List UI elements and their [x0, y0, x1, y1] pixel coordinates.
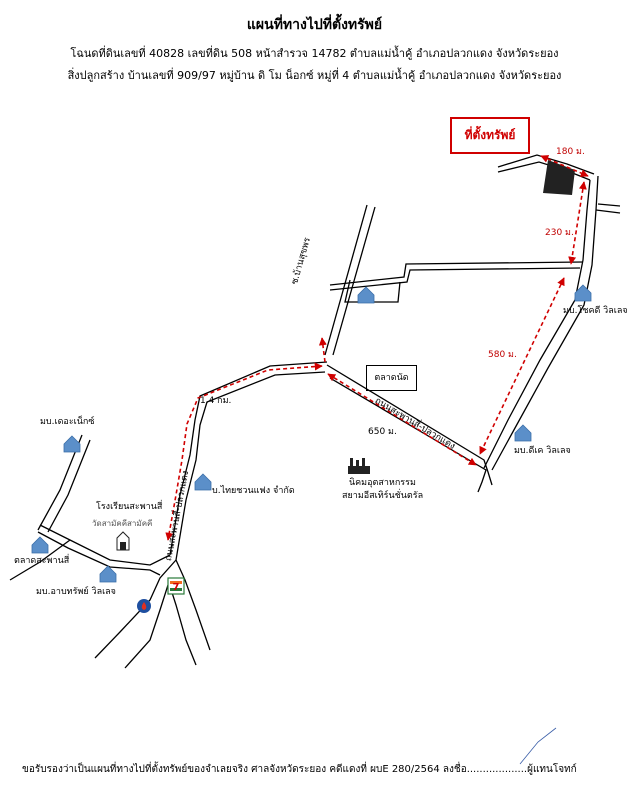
distance-230: 230 ม.	[545, 228, 574, 238]
certification-footer: ขอรับรองว่าเป็นแผนที่ทางไปที่ตั้งทรัพย์ข…	[22, 764, 577, 775]
house-icon-dk	[514, 424, 532, 442]
building-info-line: สิ่งปลูกสร้าง บ้านเลขที่ 909/97 หมู่บ้าน…	[67, 69, 562, 82]
factory-icon	[348, 458, 370, 474]
house-icon-soi	[357, 286, 375, 304]
deed-info-line: โฉนดที่ดินเลขที่ 40828 เลขที่ดิน 508 หน้…	[70, 47, 559, 60]
seven-eleven-icon: 7	[167, 577, 185, 595]
label-industrial-1: นิคมอุตสาหกรรม	[349, 478, 416, 488]
signature-mark	[519, 727, 557, 765]
label-the-next-village: มบ.เดอะเน็กซ์	[40, 417, 95, 427]
route-soi	[318, 337, 327, 363]
house-icon-arb	[99, 565, 117, 583]
label-sapan-market: ตลาดสะพานสี่	[14, 556, 70, 566]
route-580	[479, 277, 565, 455]
house-icon-next	[63, 435, 81, 453]
market-label-box: ตลาดนัด	[366, 365, 417, 391]
label-school: โรงเรียนสะพานสี่	[96, 502, 163, 512]
label-industrial-2: สยามอีสเทิร์นชั่นตรัล	[342, 491, 424, 501]
distance-180: 180 ม.	[556, 147, 585, 157]
temple-icon	[116, 531, 130, 551]
gas-station-icon	[137, 599, 151, 613]
route-180	[540, 155, 589, 177]
distance-580: 580 ม.	[488, 350, 517, 360]
road-right	[483, 179, 591, 469]
label-arb-village: มบ.อาบทรัพย์ วิลเลจ	[36, 587, 116, 597]
road-network	[9, 154, 621, 669]
soi-ban-suan	[324, 204, 368, 356]
label-dk-village: มบ.ดีเค วิลเลจ	[514, 446, 571, 456]
house-icon-thaichuan	[194, 473, 212, 491]
road-middle	[329, 267, 581, 291]
route-650	[327, 373, 477, 466]
route-line	[165, 155, 589, 541]
label-chokdee-village: มบ.โชคดี วิลเลจ	[563, 306, 628, 316]
target-label-box: ที่ตั้งทรัพย์	[450, 117, 530, 154]
distance-1-4km: 1.4 กม.	[200, 396, 232, 406]
map-title: แผนที่ทางไปที่ตั้งทรัพย์	[246, 17, 383, 33]
route-230	[568, 181, 587, 265]
label-temple: วัดสามัคคีสามัคคี	[92, 519, 153, 528]
route-1-4km	[165, 362, 323, 541]
distance-650: 650 ม.	[368, 427, 397, 437]
svg-text:7: 7	[173, 582, 180, 593]
house-icon-sapan-market	[31, 536, 49, 554]
label-thai-chuan: บ.ไทยชวนแฟง จำกัด	[212, 486, 295, 496]
